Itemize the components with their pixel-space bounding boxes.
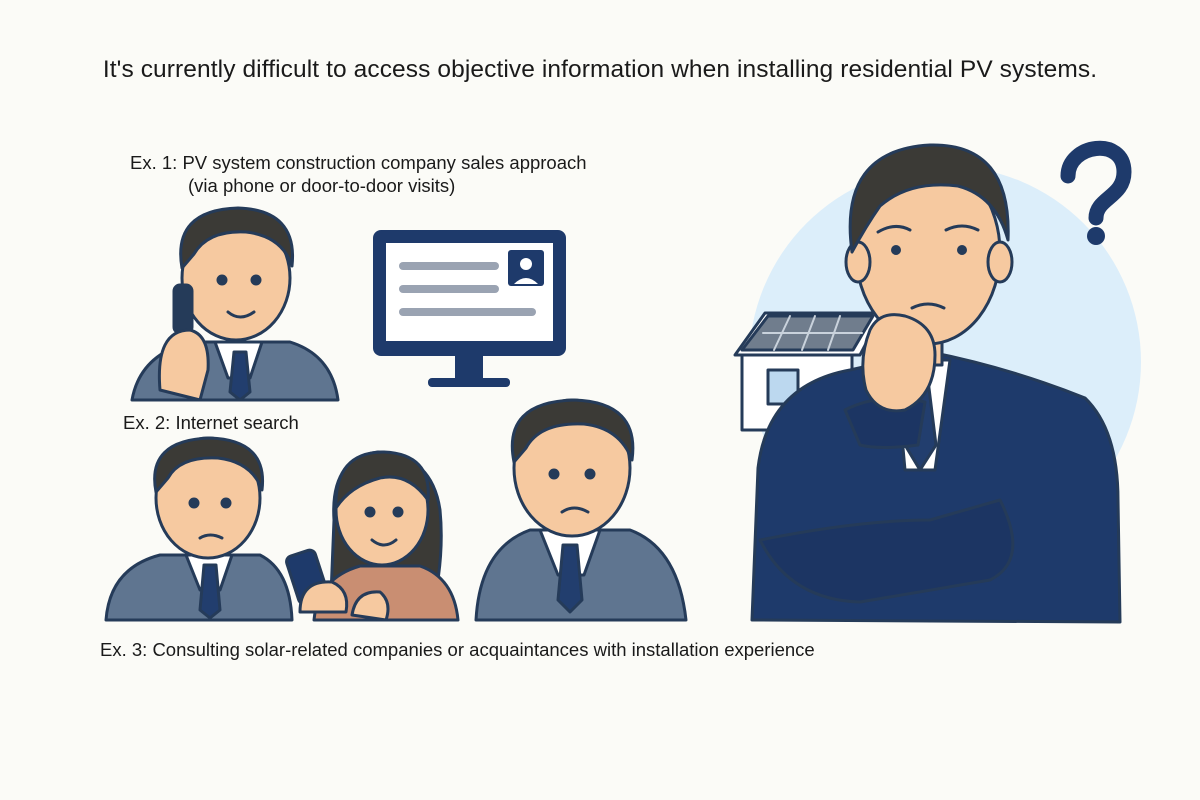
thinking-man-illustration <box>733 140 1141 624</box>
consultation-people-illustration <box>104 398 688 622</box>
hair <box>848 143 1010 254</box>
monitor-icon <box>373 230 566 387</box>
example-1-sublabel: (via phone or door-to-door visits) <box>188 175 456 196</box>
woman-with-smartphone <box>285 450 460 622</box>
example-1-caption: Ex. 1: PV system construction company sa… <box>130 151 587 197</box>
question-mark-icon <box>1060 140 1132 245</box>
worried-man-left <box>104 436 294 622</box>
example-3-caption: Ex. 3: Consulting solar-related companie… <box>100 639 815 660</box>
worried-man-right <box>474 398 688 622</box>
hand <box>861 313 937 413</box>
headline: It's currently difficult to access objec… <box>102 56 1098 83</box>
example-1-label: Ex. 1: PV system construction company sa… <box>130 152 587 173</box>
phone-icon <box>172 283 194 335</box>
phone-salesman-illustration <box>130 206 340 402</box>
example-2-caption: Ex. 2: Internet search <box>123 412 299 433</box>
